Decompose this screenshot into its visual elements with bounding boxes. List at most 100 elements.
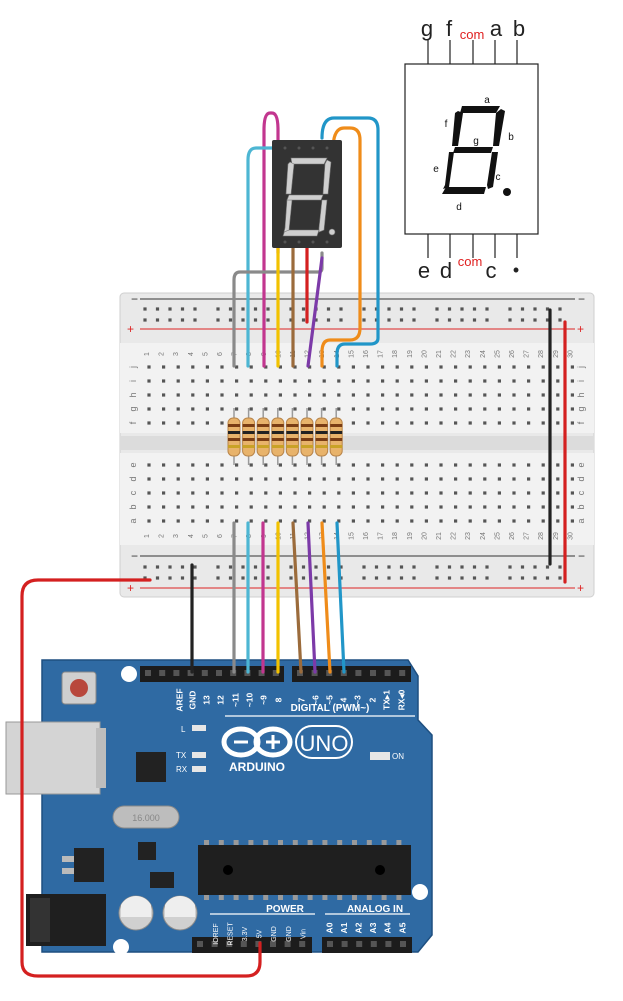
column-number-label: 25 [494,532,501,540]
crystal-label: 16.000 [132,813,160,823]
resistor[interactable] [271,417,285,457]
breadboard-hole [381,505,385,509]
breadboard-hole [439,393,443,397]
breadboard-hole [497,365,501,369]
breadboard-hole [176,463,180,467]
resistor-band [286,431,299,434]
rail-plus-bottom-right: + [577,581,584,595]
segment-label-g: g [473,136,479,147]
arduino-logo [221,726,293,758]
breadboard-hole [235,463,239,467]
resistor[interactable] [300,417,314,457]
resistor[interactable] [227,417,241,457]
column-number-label: 17 [378,350,385,358]
header-hole [327,941,333,947]
rail-hole [399,307,404,311]
breadboard-hole [439,365,443,369]
pinout-segments [442,106,511,196]
breadboard-hole [308,379,312,383]
breadboard-hole [147,519,151,523]
breadboard-hole [483,477,487,481]
breadboard-hole [191,477,195,481]
breadboard-hole [381,379,385,383]
breadboard-hole [293,477,297,481]
power-pin-label: GND [271,926,278,942]
rail-hole [266,565,270,569]
breadboard-hole [512,379,516,383]
rail-plus-bottom-left: + [127,581,134,595]
resistor[interactable] [285,417,299,457]
rail-hole [266,318,270,322]
resistor-band [271,424,284,427]
breadboard-hole [191,393,195,397]
breadboard-hole [454,365,458,369]
rail-hole [216,565,220,569]
seven-segment-display[interactable] [272,140,342,248]
breadboard-hole [541,477,545,481]
breadboard-hole [395,519,399,523]
breadboard-hole [410,519,414,523]
resistor[interactable] [256,417,270,457]
column-number-label: 23 [465,532,472,540]
rail-hole [362,565,366,569]
breadboard-hole [395,463,399,467]
chip-pin [381,840,387,845]
rail-hole [253,565,258,569]
breadboard-hole [541,393,545,397]
breadboard-hole [424,379,428,383]
rail-hole [314,576,318,580]
row-letter-label: c [576,490,586,495]
breadboard-hole [220,379,224,383]
breadboard-hole [570,379,574,383]
column-number-label: 29 [553,532,560,540]
breadboard-hole [220,421,224,425]
chip-pin [278,895,283,900]
breadboard-holes [143,307,574,580]
pin-label-dp: • [513,260,519,280]
column-number-label: 6 [217,352,224,356]
rail-hole [301,307,306,311]
rail-hole [485,307,489,311]
chip-pin [396,895,402,900]
breadboard-hole [264,491,268,495]
breadboard-hole [395,491,399,495]
rail-hole [387,307,391,311]
resistor[interactable] [242,417,256,457]
breadboard-hole [351,491,355,495]
breadboard-hole [483,421,487,425]
rail-hole [533,318,537,322]
breadboard-hole [264,519,268,523]
rail-hole [412,565,416,569]
breadboard-hole [541,379,545,383]
power-pin-label: IOREF [213,923,220,944]
rail-hole [435,307,439,311]
header-hole [159,670,166,676]
breadboard-hole [410,477,414,481]
breadboard-hole [235,365,239,369]
resistor[interactable] [315,417,329,457]
breadboard-hole [322,505,326,509]
breadboard-hole [176,491,180,495]
resistor-band [301,431,313,434]
resistor-band [228,445,240,448]
rail-hole [447,307,452,311]
chip-pin [292,840,298,845]
rail-hole [412,318,416,322]
power-label: POWER [266,904,305,915]
digital-pin-label: GND [187,691,197,710]
breadboard-hole [439,477,443,481]
breadboard-hole [439,491,443,495]
breadboard-hole [351,519,355,523]
breadboard-hole [337,519,341,523]
breadboard-hole [264,393,268,397]
resistor-band [301,438,313,441]
breadboard-hole [147,505,151,509]
breadboard-hole [191,365,195,369]
rail-hole [447,318,452,322]
power-pin-label: RESET [227,922,234,946]
resistor-band [315,431,328,434]
breadboard-hole [366,505,370,509]
breadboard-hole [410,505,414,509]
resistor[interactable] [329,417,343,457]
